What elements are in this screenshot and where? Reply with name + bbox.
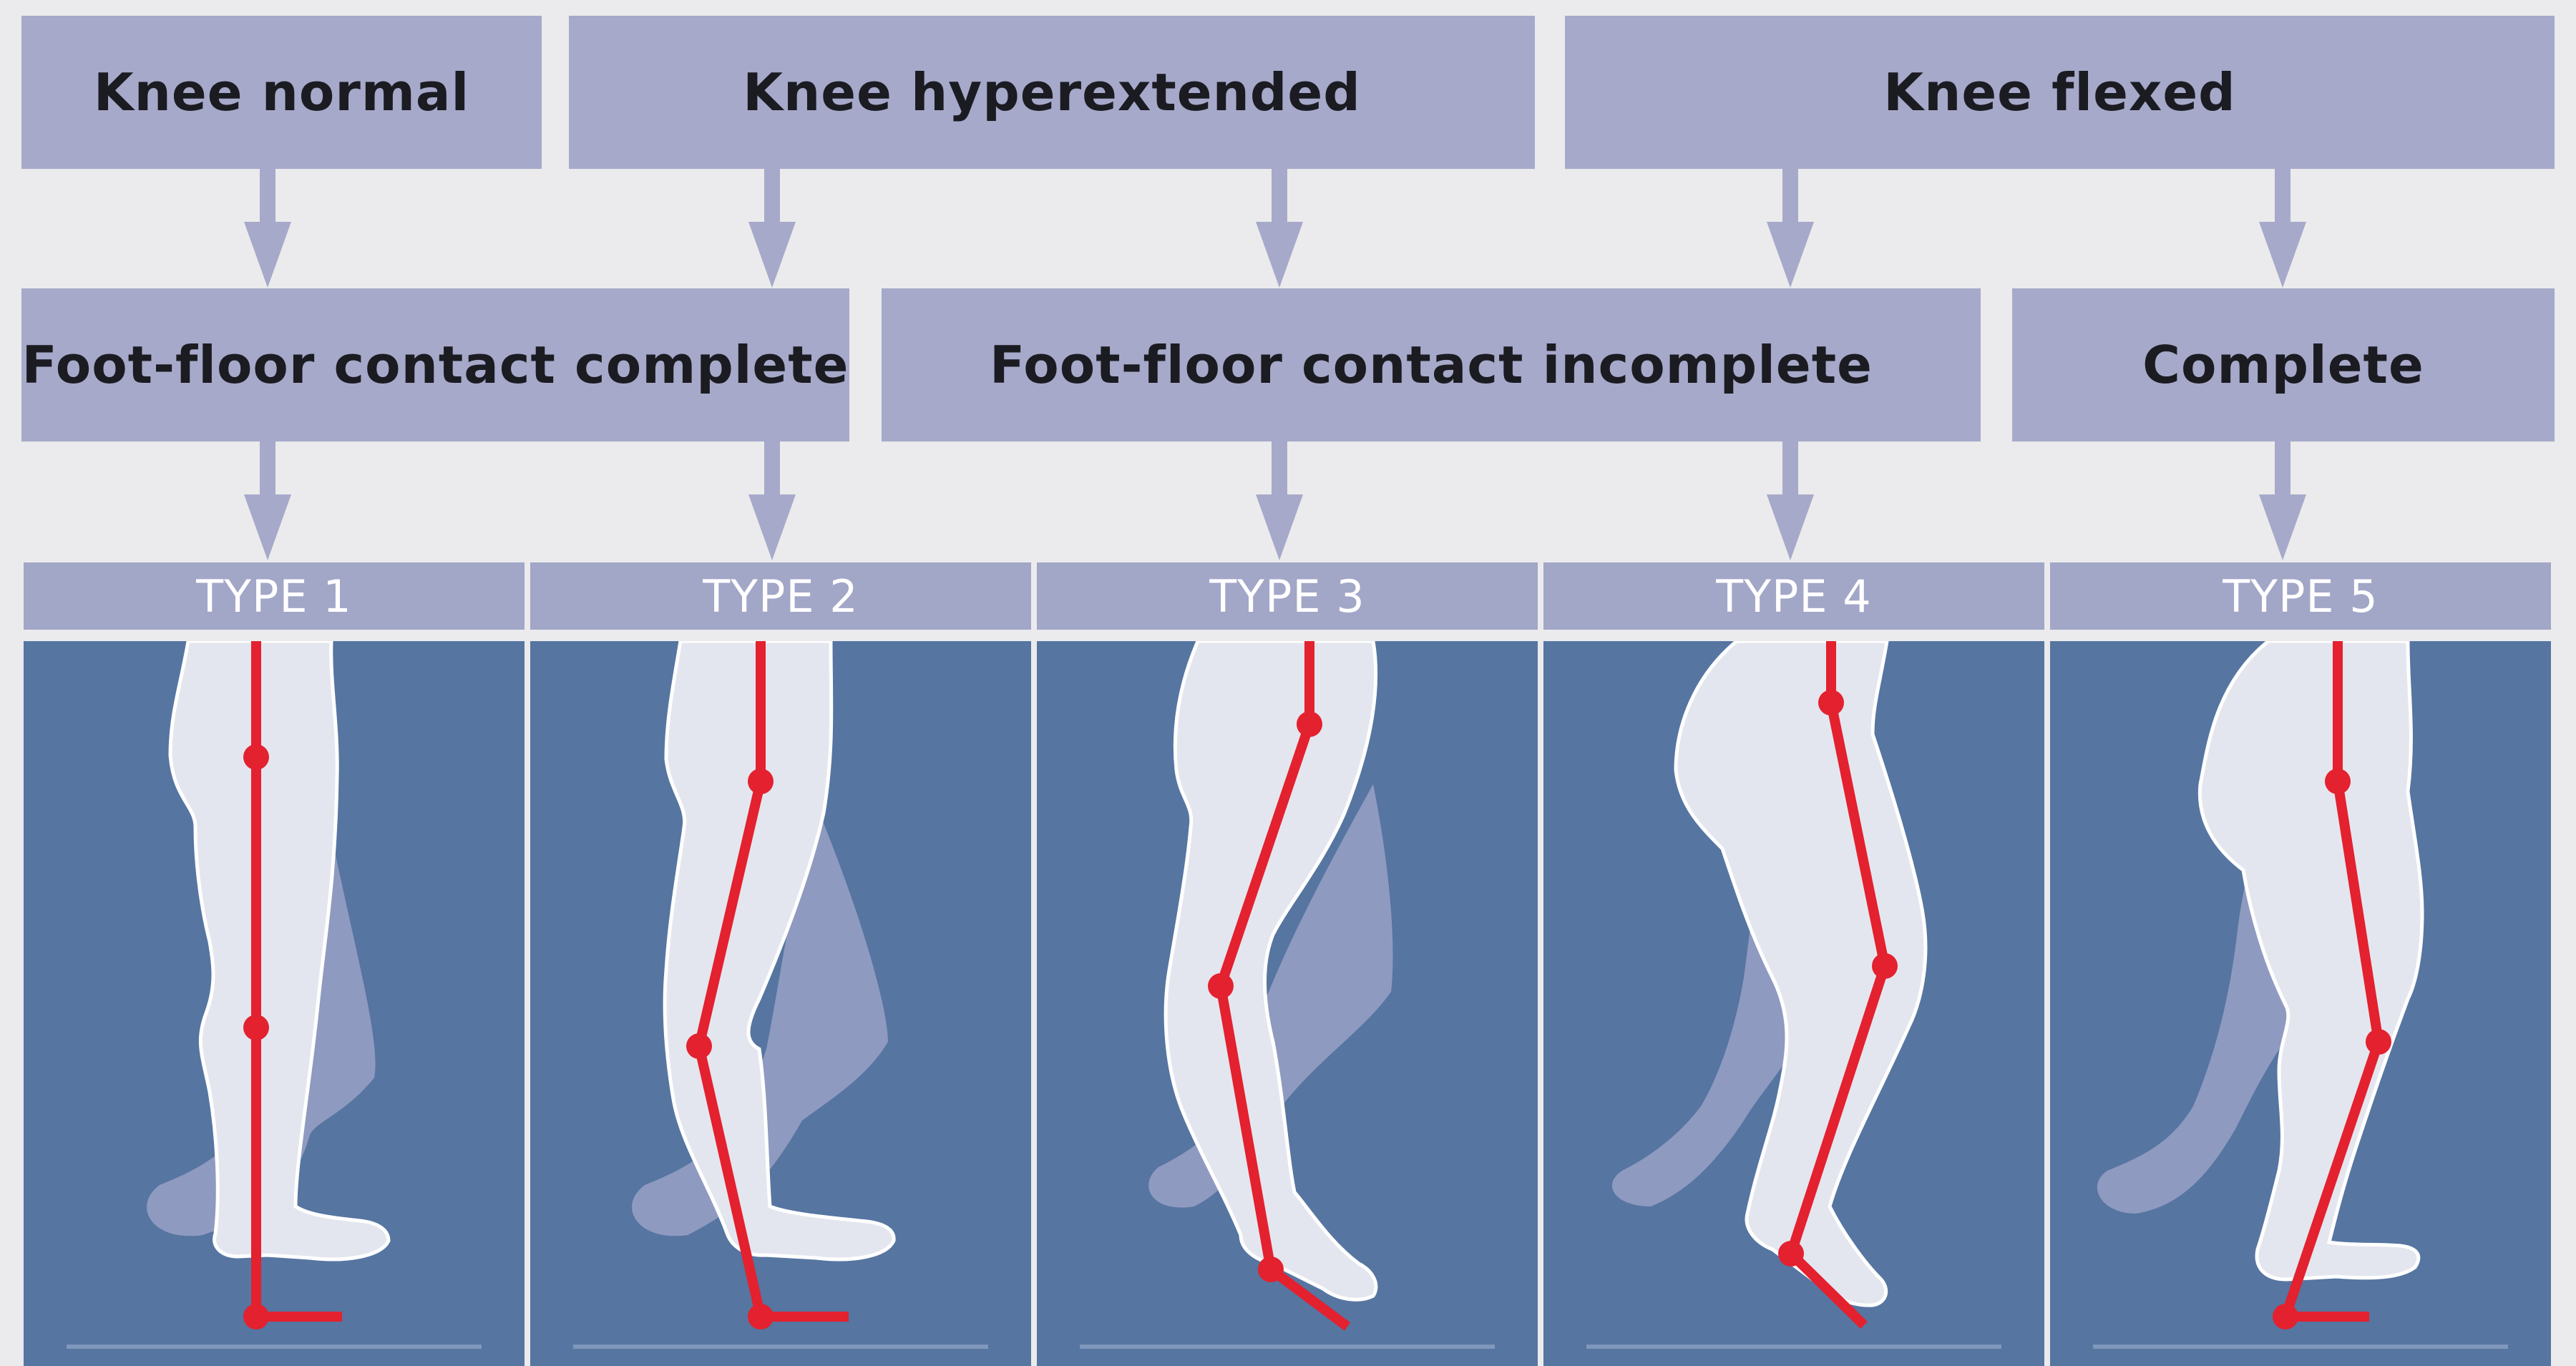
arrow-down-icon <box>241 169 294 289</box>
arrow-down-icon <box>1253 441 1306 562</box>
foot-contact-complete-box: Foot-floor contact complete <box>21 288 849 441</box>
arrow-down-icon <box>746 169 799 289</box>
foot-contact-complete-label: Foot-floor contact complete <box>21 335 849 395</box>
type-2-leg-illustration <box>530 641 1031 1366</box>
foot-contact-incomplete-label: Foot-floor contact incomplete <box>990 335 1873 395</box>
knee-flexed-label: Knee flexed <box>1883 62 2235 122</box>
type-2-label: TYPE 2 <box>703 570 858 623</box>
type-1-leg-illustration <box>24 641 525 1366</box>
type-3-header: TYPE 3 <box>1037 562 1538 630</box>
type-3-leg-illustration <box>1037 641 1538 1366</box>
type-4-header: TYPE 4 <box>1543 562 2044 630</box>
type-4-label: TYPE 4 <box>1716 570 1871 623</box>
foot-contact-incomplete-box: Foot-floor contact incomplete <box>882 288 1981 441</box>
type-3-label: TYPE 3 <box>1209 570 1365 623</box>
type-5-header: TYPE 5 <box>2050 562 2551 630</box>
type-2-panel <box>530 641 1031 1366</box>
type-1-panel <box>24 641 525 1366</box>
type-2-header: TYPE 2 <box>530 562 1031 630</box>
type-1-label: TYPE 1 <box>196 570 351 623</box>
complete-label: Complete <box>2142 335 2424 395</box>
knee-flexed-box: Knee flexed <box>1565 16 2555 169</box>
knee-hyperextended-label: Knee hyperextended <box>743 62 1361 122</box>
type-4-panel <box>1543 641 2044 1366</box>
type-5-panel <box>2050 641 2551 1366</box>
type-5-label: TYPE 5 <box>2223 570 2378 623</box>
type-5-leg-illustration <box>2050 641 2551 1366</box>
arrow-down-icon <box>1764 169 1817 289</box>
arrow-down-icon <box>241 441 294 562</box>
arrow-down-icon <box>1764 441 1817 562</box>
knee-normal-label: Knee normal <box>94 62 469 122</box>
type-3-panel <box>1037 641 1538 1366</box>
knee-normal-box: Knee normal <box>21 16 542 169</box>
type-1-header: TYPE 1 <box>24 562 525 630</box>
arrow-down-icon <box>746 441 799 562</box>
arrow-down-icon <box>2256 169 2309 289</box>
knee-hyperextended-box: Knee hyperextended <box>569 16 1535 169</box>
arrow-down-icon <box>1253 169 1306 289</box>
complete-box: Complete <box>2012 288 2555 441</box>
type-4-leg-illustration <box>1543 641 2044 1366</box>
arrow-down-icon <box>2256 441 2309 562</box>
